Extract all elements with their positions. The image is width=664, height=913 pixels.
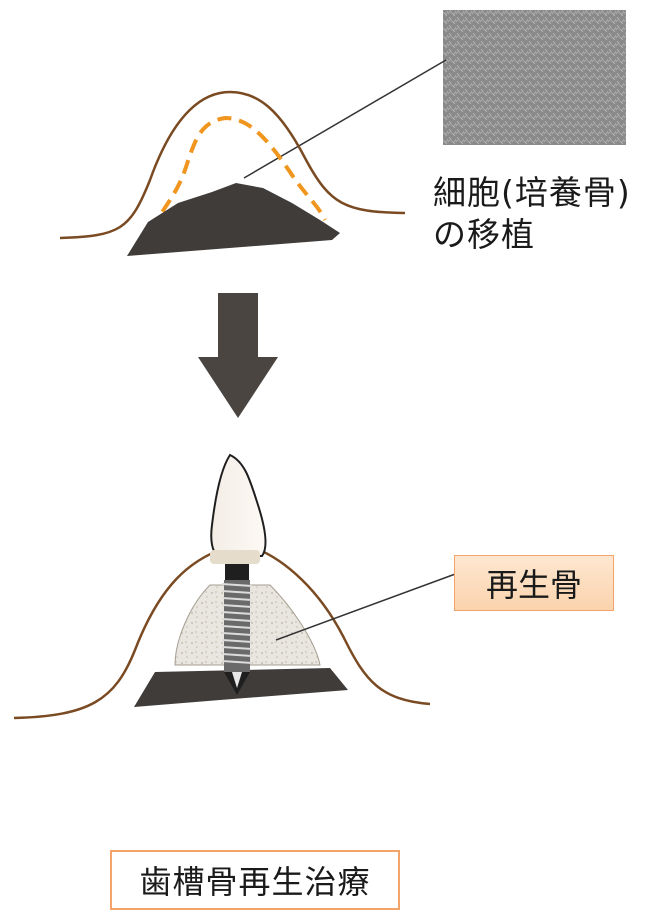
leader-line-bottom <box>275 572 459 641</box>
treatment-title: 歯槽骨再生治療 <box>110 850 400 910</box>
cell-transplant-label-line2: の移植 <box>433 215 535 254</box>
gum-outline-top <box>59 90 406 240</box>
leader-line-top <box>243 59 447 179</box>
tooth-icon <box>210 453 267 557</box>
cell-transplant-label-line1: 細胞(培養骨) <box>433 173 631 212</box>
cell-transplant-label: 細胞(培養骨) の移植 <box>433 172 631 256</box>
implant-icon <box>221 564 253 695</box>
regenerated-bone-label: 再生骨 <box>454 555 614 611</box>
cell-micrograph-image <box>443 10 626 145</box>
dashed-graft-outline <box>148 115 327 232</box>
down-arrow-icon <box>198 293 278 418</box>
alveolar-bone-top <box>127 183 340 256</box>
abutment <box>210 550 260 564</box>
